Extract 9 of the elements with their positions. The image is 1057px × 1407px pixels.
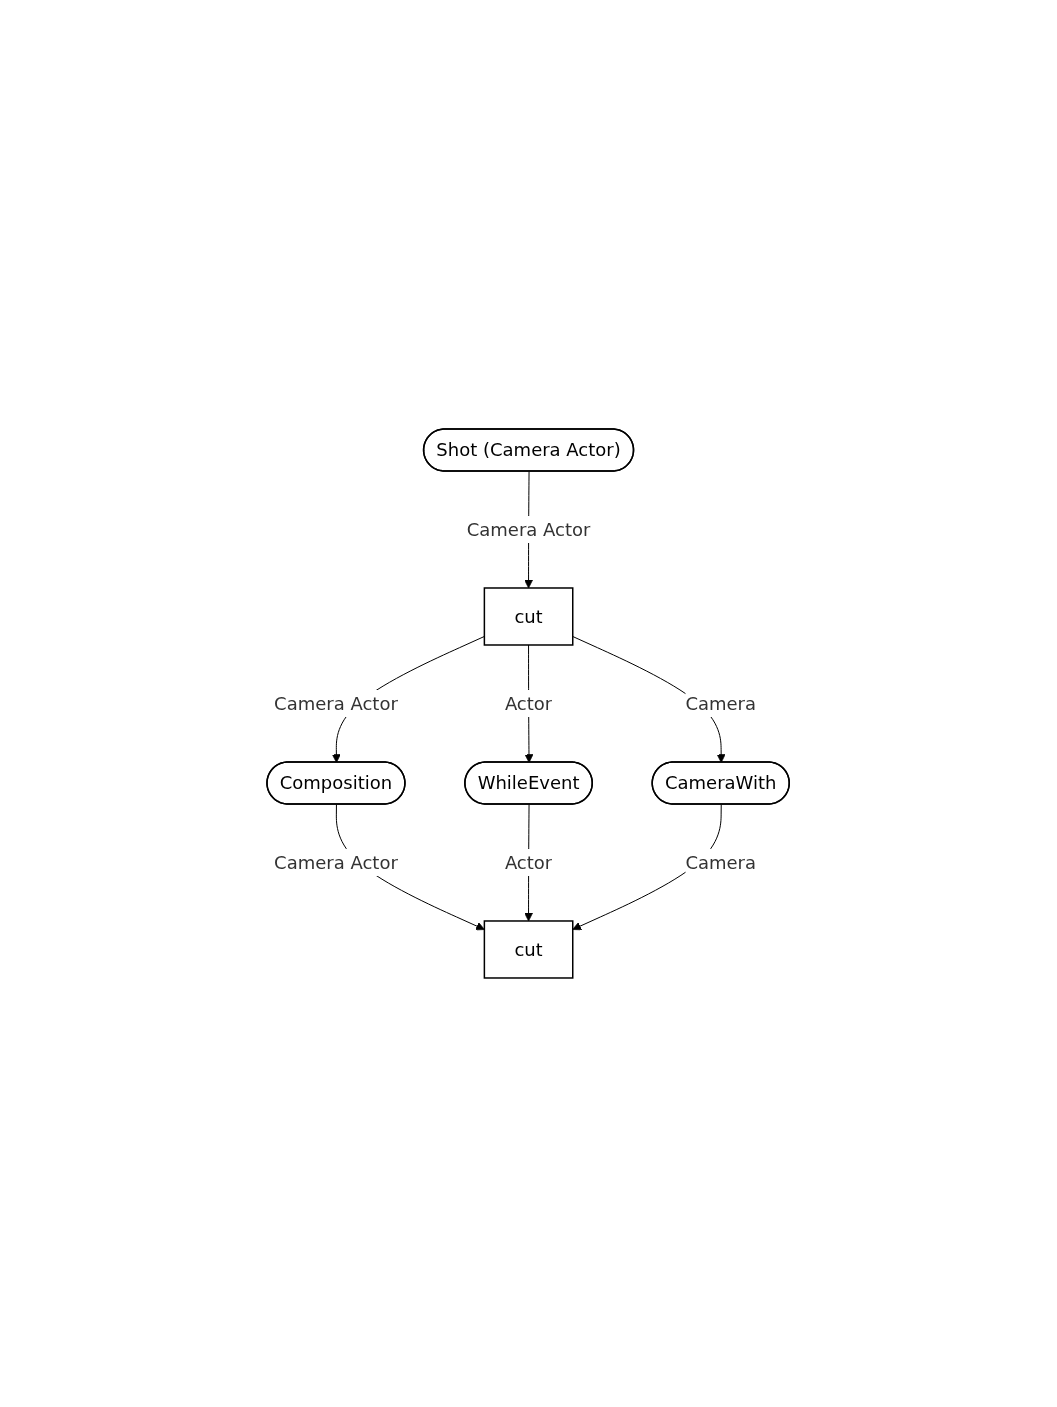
- edge-label: Camera Actor: [467, 519, 591, 540]
- edge-label: Camera Actor: [274, 692, 399, 714]
- node-box: cut: [484, 587, 574, 646]
- edge-label: Camera Actor: [274, 851, 399, 873]
- edge-label: Camera: [685, 692, 757, 714]
- edge-label: Camera: [685, 851, 757, 873]
- edge-label: Actor: [505, 692, 553, 714]
- node-box: cut: [484, 920, 574, 979]
- edge-label: Actor: [505, 851, 553, 873]
